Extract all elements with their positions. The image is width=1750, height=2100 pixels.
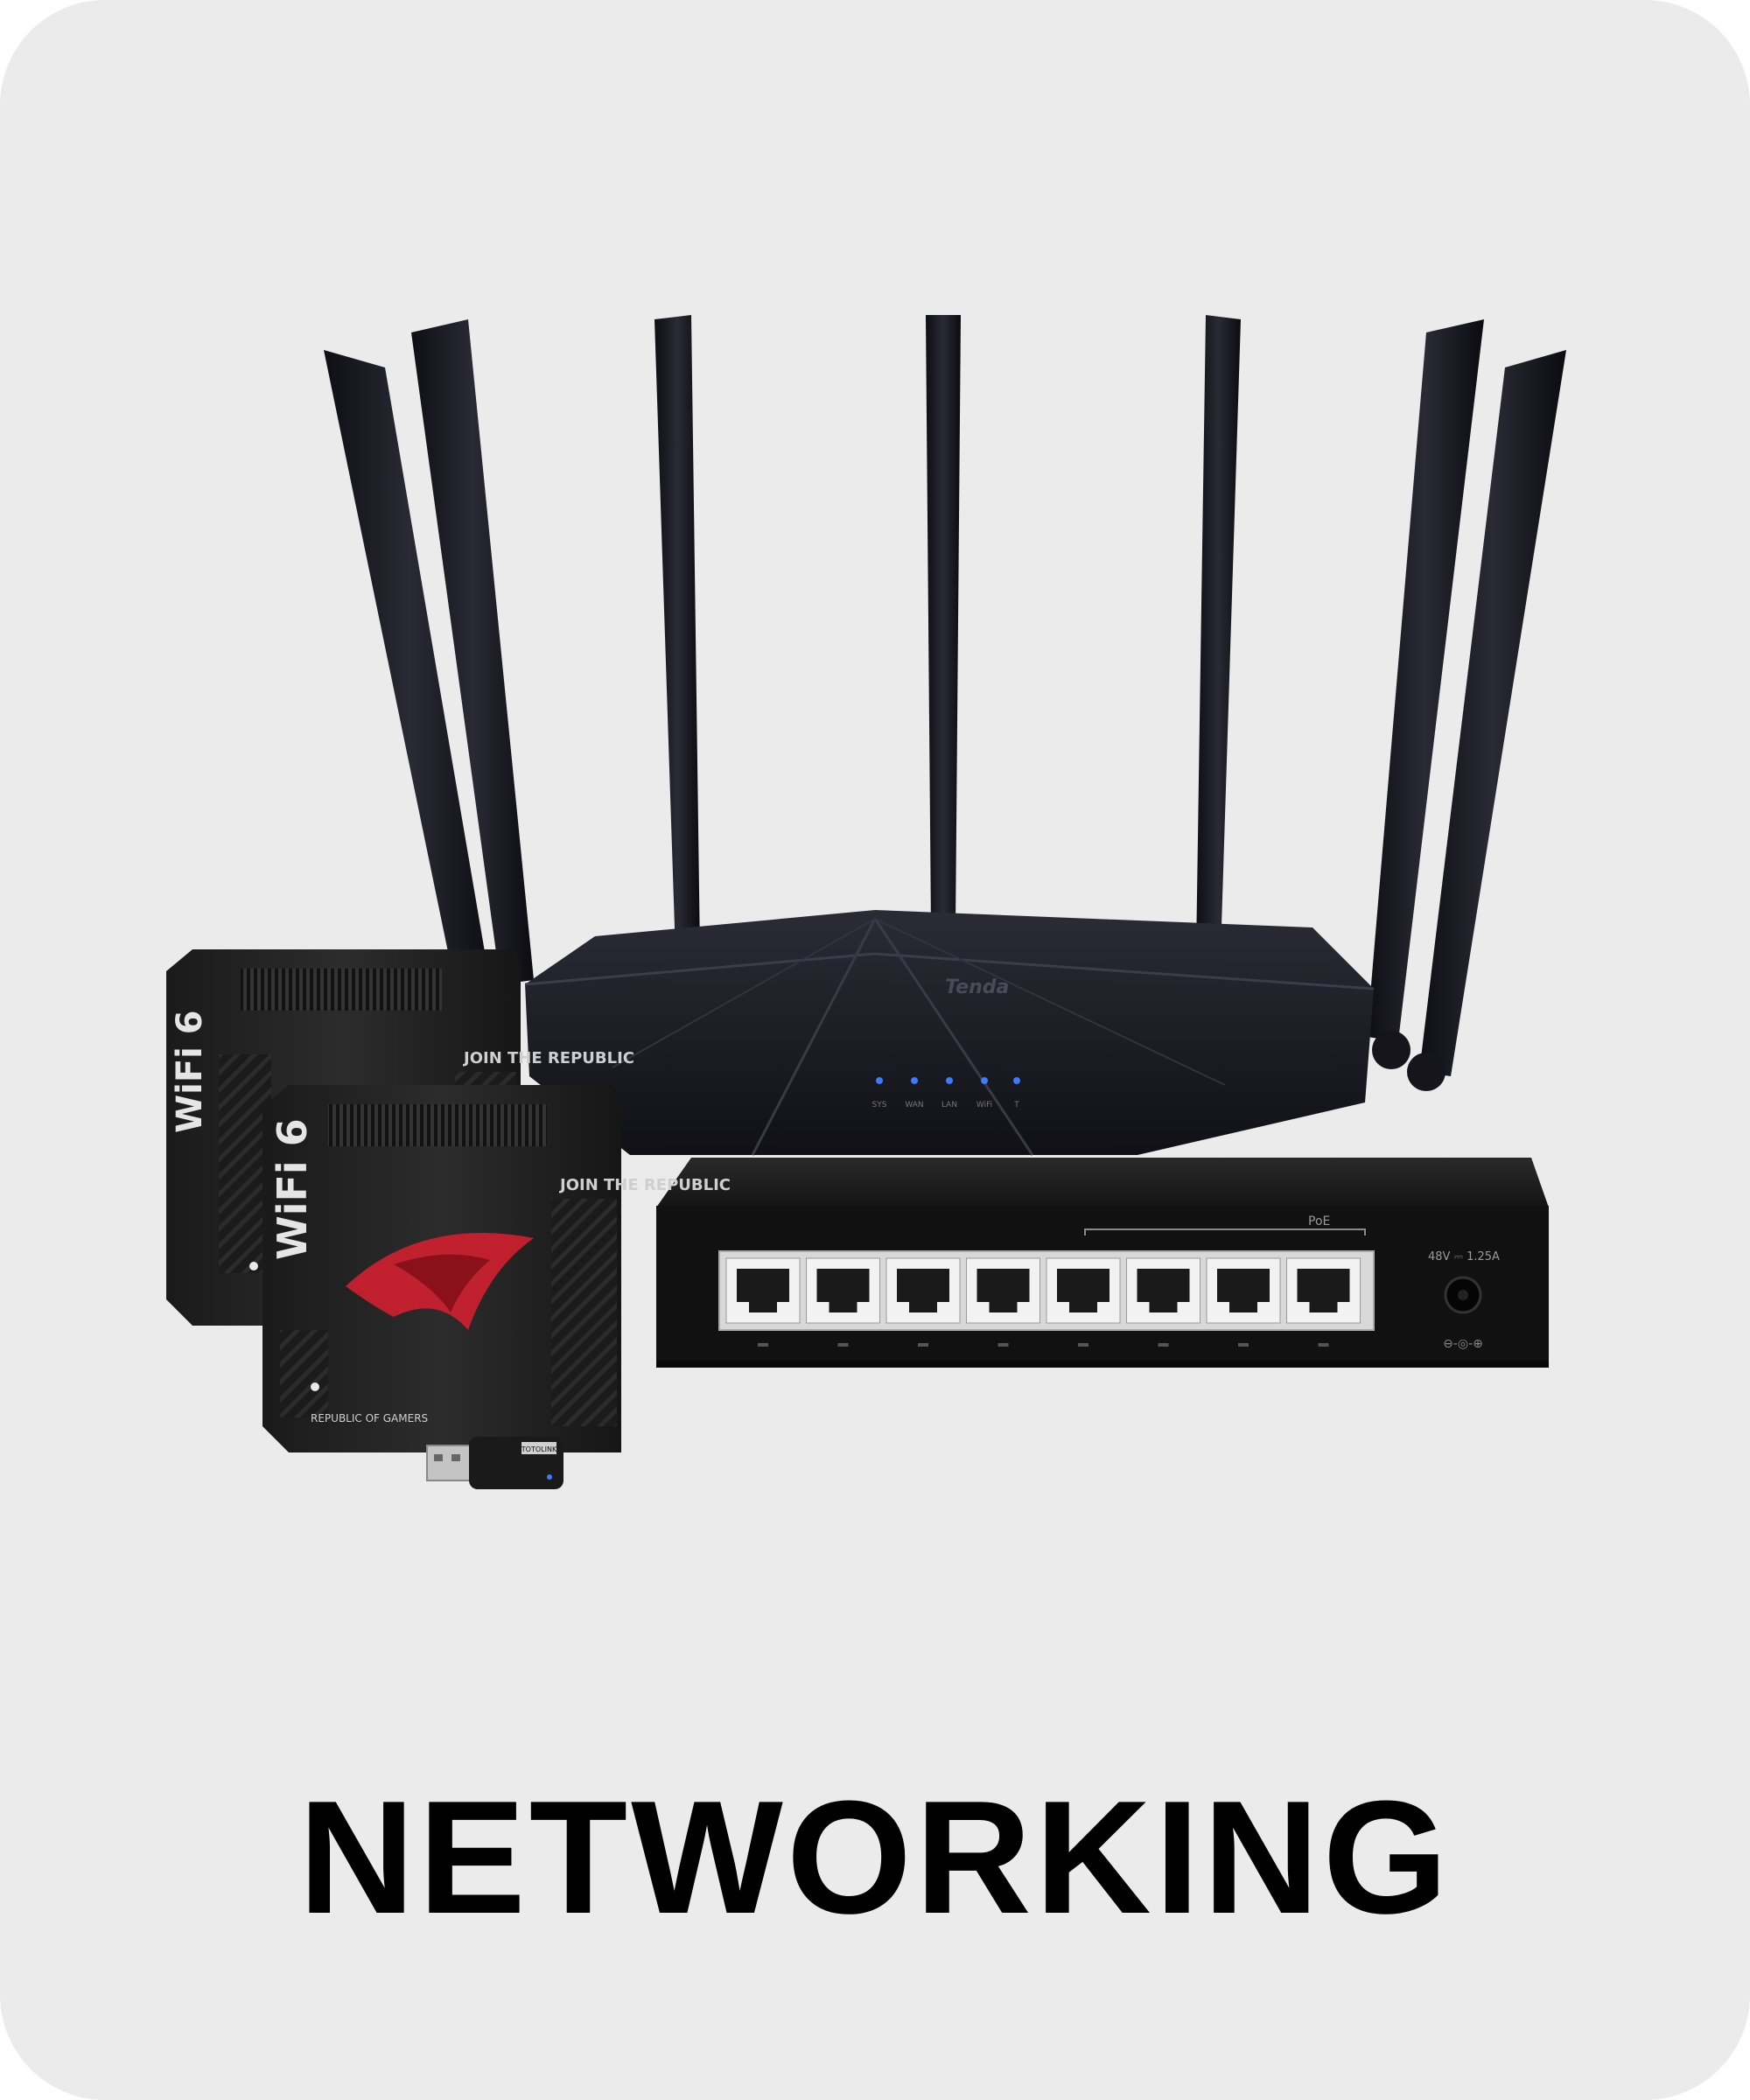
- led-label-wifi: WiFi: [976, 1101, 992, 1110]
- router-icon: Tenda SYS WAN LAN WiFi T: [324, 315, 1566, 1156]
- usb-brand: TOTOLINK: [521, 1446, 557, 1453]
- switch-ports: [725, 1257, 1361, 1347]
- mesh-front-slogan: JOIN THE REPUBLIC: [558, 1176, 731, 1194]
- antenna-4: [926, 315, 961, 928]
- led-label-lan: LAN: [942, 1101, 957, 1110]
- mesh-brand: REPUBLIC OF GAMERS: [311, 1412, 428, 1424]
- antenna-5: [1196, 315, 1241, 954]
- antenna-2: [411, 319, 534, 984]
- usb-adapter-icon: TOTOLINK: [426, 1437, 564, 1489]
- power-label: 48V ⎓ 1.25A: [1428, 1250, 1500, 1264]
- antenna-6: [1367, 319, 1484, 1041]
- mesh-front-wifi-badge: WiFi 6: [269, 1118, 316, 1260]
- led-wifi: [981, 1077, 988, 1084]
- poe-label: PoE: [1308, 1214, 1330, 1228]
- router-brand: Tenda: [945, 976, 1009, 998]
- ethernet-port: [1046, 1257, 1121, 1347]
- led-label-sys: SYS: [872, 1101, 887, 1110]
- led-lan: [946, 1077, 953, 1084]
- ethernet-port: [1206, 1257, 1281, 1347]
- mesh-slogan: JOIN THE REPUBLIC: [462, 1049, 634, 1068]
- antenna-7: [1419, 350, 1566, 1076]
- led-label-t: T: [1013, 1101, 1019, 1110]
- led-wan: [911, 1077, 918, 1084]
- antenna-3: [654, 315, 700, 954]
- antenna-1: [324, 350, 497, 1028]
- ethernet-port: [886, 1257, 961, 1347]
- ethernet-port: [806, 1257, 880, 1347]
- ethernet-port: [725, 1257, 801, 1347]
- mesh-wifi-badge: WiFi 6: [170, 1010, 210, 1133]
- led-sys: [876, 1077, 883, 1084]
- category-title: NETWORKING: [298, 1767, 1452, 1947]
- led-t: [1013, 1077, 1020, 1084]
- ethernet-port: [1126, 1257, 1200, 1347]
- switch-icon: PoE 48V ⎓ 1.25A ⊖-◎-⊕: [656, 1158, 1549, 1368]
- svg-text:⊖-◎-⊕: ⊖-◎-⊕: [1443, 1337, 1483, 1351]
- ethernet-port: [966, 1257, 1040, 1347]
- mesh-router-icon: JOIN THE REPUBLIC WiFi 6 WiFi 6 JOIN THE…: [166, 949, 731, 1452]
- ethernet-port: [1286, 1257, 1361, 1347]
- router-led-panel: SYS WAN LAN WiFi T: [872, 1077, 1020, 1110]
- led-label-wan: WAN: [905, 1101, 923, 1110]
- product-collage: Tenda SYS WAN LAN WiFi T PoE: [166, 315, 1566, 1489]
